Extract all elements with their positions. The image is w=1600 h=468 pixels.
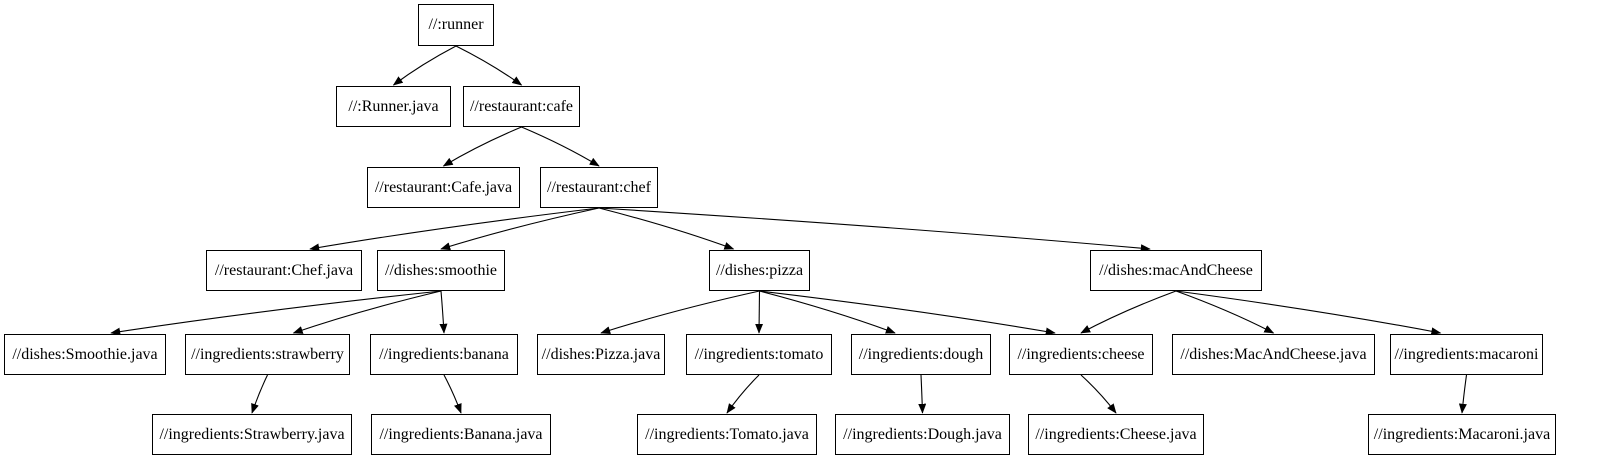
graph-node-label: //restaurant:Chef.java bbox=[214, 261, 354, 279]
graph-node-label: //restaurant:chef bbox=[547, 178, 651, 196]
graph-node-dishes-smoothie-java[interactable]: //dishes:Smoothie.java bbox=[4, 334, 166, 375]
graph-node-ing-dough-java[interactable]: //ingredients:Dough.java bbox=[835, 414, 1010, 455]
graph-node-ing-macaroni-java[interactable]: //ingredients:Macaroni.java bbox=[1368, 414, 1556, 455]
graph-node-label: //dishes:macAndCheese bbox=[1099, 261, 1253, 279]
graph-node-label: //dishes:smoothie bbox=[385, 261, 497, 279]
graph-node-label: //ingredients:Banana.java bbox=[379, 425, 543, 443]
graph-node-label: //dishes:Smoothie.java bbox=[12, 345, 158, 363]
graph-node-label: //ingredients:Strawberry.java bbox=[159, 425, 345, 443]
graph-node-label: //ingredients:Macaroni.java bbox=[1373, 425, 1551, 443]
graph-node-label: //:runner bbox=[428, 16, 484, 33]
graph-node-label: //ingredients:cheese bbox=[1017, 345, 1145, 363]
graph-node-label: //ingredients:Cheese.java bbox=[1035, 425, 1197, 443]
graph-node-label: //dishes:MacAndCheese.java bbox=[1180, 345, 1367, 363]
graph-node-ing-strawberry[interactable]: //ingredients:strawberry bbox=[185, 334, 350, 375]
graph-node-label: //:Runner.java bbox=[348, 97, 439, 115]
graph-node-dishes-pizza-java[interactable]: //dishes:Pizza.java bbox=[537, 334, 665, 375]
graph-node-restaurant-chef-java[interactable]: //restaurant:Chef.java bbox=[206, 250, 362, 291]
graph-node-label: //ingredients:macaroni bbox=[1394, 345, 1539, 363]
graph-node-label: //dishes:pizza bbox=[715, 261, 804, 279]
graph-node-ing-banana[interactable]: //ingredients:banana bbox=[370, 334, 518, 375]
graph-node-dishes-pizza[interactable]: //dishes:pizza bbox=[709, 250, 810, 291]
graph-node-ing-banana-java[interactable]: //ingredients:Banana.java bbox=[371, 414, 551, 455]
graph-node-ing-tomato[interactable]: //ingredients:tomato bbox=[686, 334, 832, 375]
graph-node-ing-dough[interactable]: //ingredients:dough bbox=[851, 334, 991, 375]
graph-node-ing-tomato-java[interactable]: //ingredients:Tomato.java bbox=[637, 414, 817, 455]
graph-node-ing-macaroni[interactable]: //ingredients:macaroni bbox=[1390, 334, 1543, 375]
graph-node-dishes-macandcheese-java[interactable]: //dishes:MacAndCheese.java bbox=[1172, 334, 1375, 375]
graph-node-ing-strawberry-java[interactable]: //ingredients:Strawberry.java bbox=[152, 414, 352, 455]
graph-node-ing-cheese[interactable]: //ingredients:cheese bbox=[1009, 334, 1153, 375]
graph-node-dishes-macandcheese[interactable]: //dishes:macAndCheese bbox=[1090, 250, 1262, 291]
graph-node-label: //ingredients:strawberry bbox=[191, 345, 344, 363]
graph-node-label: //ingredients:banana bbox=[379, 345, 509, 363]
graph-node-runner-java[interactable]: //:Runner.java bbox=[336, 86, 451, 127]
graph-node-dishes-smoothie[interactable]: //dishes:smoothie bbox=[377, 250, 505, 291]
graph-node-label: //restaurant:Cafe.java bbox=[374, 178, 513, 196]
graph-node-runner[interactable]: //:runner bbox=[418, 4, 494, 46]
graph-node-label: //dishes:Pizza.java bbox=[541, 345, 661, 363]
graph-node-label: //restaurant:cafe bbox=[469, 97, 574, 115]
graph-node-label: //ingredients:dough bbox=[858, 345, 984, 363]
graph-node-restaurant-cafe[interactable]: //restaurant:cafe bbox=[463, 86, 580, 127]
graph-node-restaurant-cafe-java[interactable]: //restaurant:Cafe.java bbox=[367, 167, 520, 208]
graph-node-restaurant-chef[interactable]: //restaurant:chef bbox=[540, 167, 658, 208]
graph-node-label: //ingredients:Dough.java bbox=[843, 425, 1002, 443]
graph-node-label: //ingredients:Tomato.java bbox=[645, 425, 809, 443]
graph-node-label: //ingredients:tomato bbox=[694, 345, 824, 363]
graph-node-ing-cheese-java[interactable]: //ingredients:Cheese.java bbox=[1028, 414, 1204, 455]
